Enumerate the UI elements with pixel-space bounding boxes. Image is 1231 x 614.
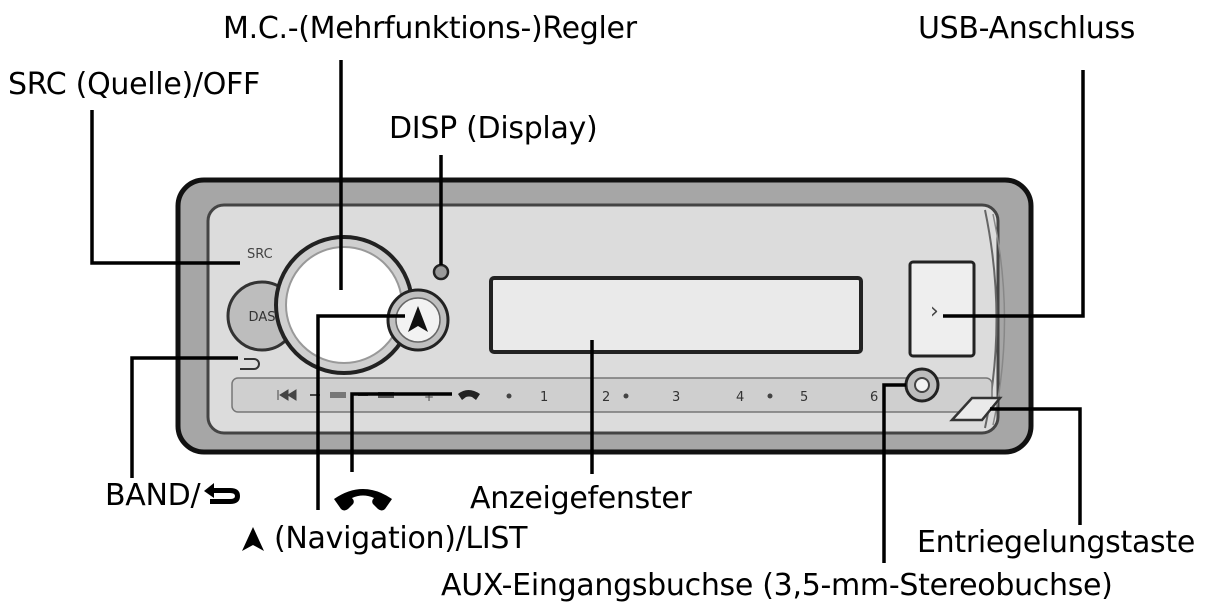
skip-back-icon [277,389,297,401]
callout-lines [90,60,1085,563]
aux-jack-hole [914,377,930,393]
panel-back-arrow-icon [240,358,260,370]
label-aux-jack: AUX-Eingangsbuchse (3,5-mm-Stereobuchse) [441,568,1113,603]
display-window-shape [489,276,863,354]
label-mc-dial: M.C.-(Mehrfunktions-)Regler [223,11,637,46]
phone-key-icon[interactable] [458,390,480,400]
navigation-arrow-icon [242,527,264,551]
label-navigation-text: (Navigation)/LIST [274,521,528,556]
callout-usb [943,70,1085,318]
usb-port-cover[interactable] [908,260,976,358]
callout-band [130,356,238,478]
svg-text:+: + [424,390,434,404]
callout-release [990,407,1082,525]
strip-key-mark-1 [330,392,346,398]
navigation-arrow-icon-panel [408,306,428,332]
callout-navigation [316,314,405,510]
callout-aux [882,383,906,563]
back-arrow-icon [204,483,241,504]
label-usb-port: USB-Anschluss [918,11,1136,46]
usb-port-symbol: › [930,299,939,324]
preset-key-4[interactable]: 4 [736,390,744,405]
label-disp: DISP (Display) [389,111,598,146]
das-button-label: DAS [249,310,276,325]
preset-keys: 1 2 3 4 5 6 [540,390,878,405]
label-band: BAND/ [105,481,244,511]
label-navigation: (Navigation)/LIST [240,524,527,554]
label-release-button: Entriegelungstaste [917,525,1195,560]
disp-button[interactable] [432,263,450,281]
mc-dial-face [285,246,403,364]
label-src-off: SRC (Quelle)/OFF [8,67,260,102]
preset-key-2[interactable]: 2 [602,390,610,405]
preset-strip [231,377,993,413]
preset-key-6[interactable]: 6 [870,390,878,405]
src-button-label: SRC [247,247,273,262]
label-display-window: Anzeigefenster [470,481,692,516]
preset-key-3[interactable]: 3 [672,390,680,405]
label-band-text: BAND/ [105,478,201,513]
phone-icon [334,489,392,511]
callout-src [90,110,240,265]
callout-phone [350,392,452,472]
release-button[interactable] [949,396,1003,422]
preset-key-1[interactable]: 1 [540,390,548,405]
preset-key-5[interactable]: 5 [800,390,808,405]
